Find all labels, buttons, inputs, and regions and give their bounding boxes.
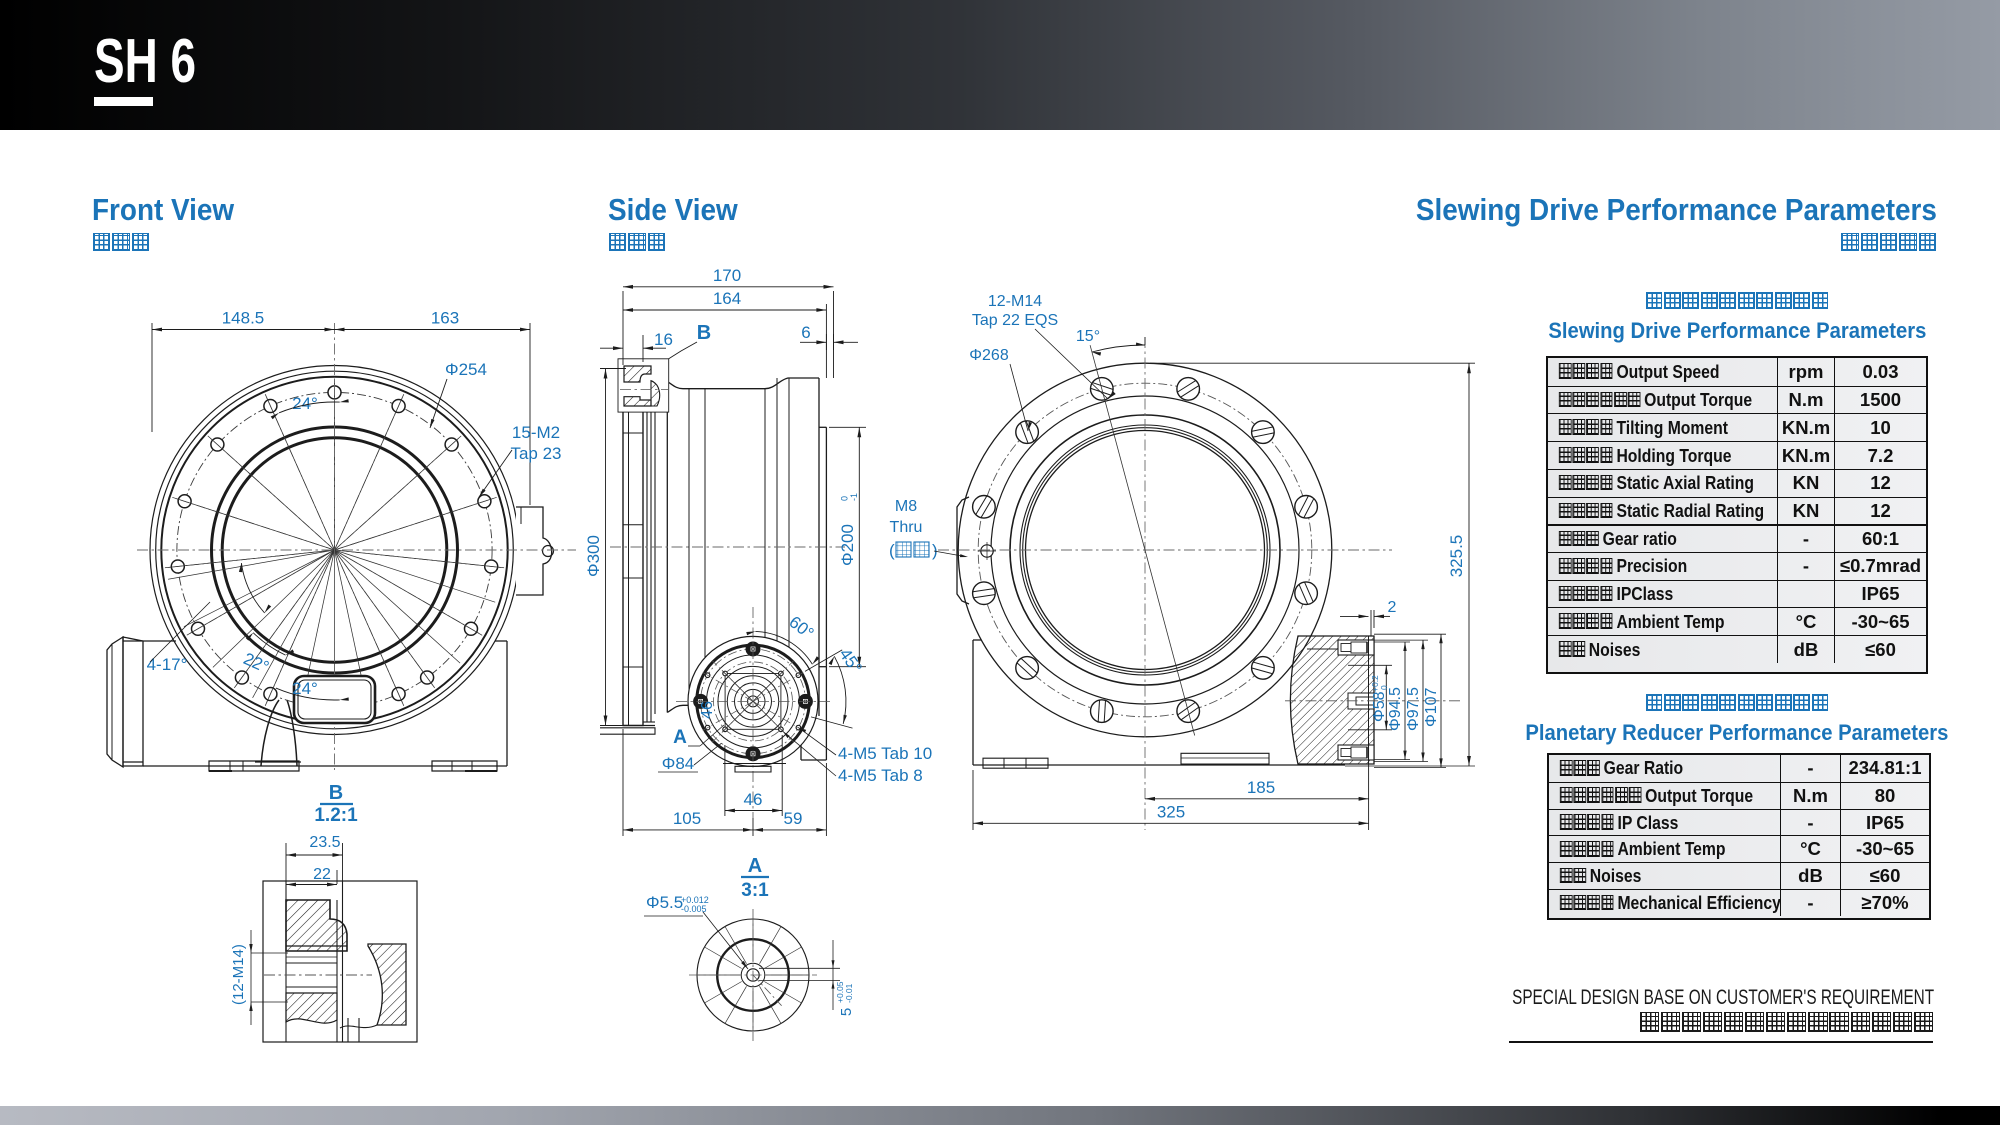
svg-text:22: 22 xyxy=(313,866,331,883)
svg-text:4-M5 Tab 8: 4-M5 Tab 8 xyxy=(838,766,923,785)
svg-text:15-M2: 15-M2 xyxy=(512,423,560,442)
svg-text:46: 46 xyxy=(744,790,763,809)
svg-text:Φ300: Φ300 xyxy=(584,535,603,577)
svg-text:325.5: 325.5 xyxy=(1447,535,1466,578)
svg-text:(: ( xyxy=(889,541,895,560)
svg-text:325: 325 xyxy=(1157,803,1185,822)
svg-text:23.5: 23.5 xyxy=(309,834,340,851)
svg-text:0: 0 xyxy=(840,496,850,501)
svg-text:-1: -1 xyxy=(849,493,859,501)
svg-text:): ) xyxy=(932,541,938,560)
svg-text:Φ200: Φ200 xyxy=(838,524,857,566)
svg-text:5: 5 xyxy=(838,1008,855,1016)
svg-text:60°: 60° xyxy=(785,612,817,643)
svg-text:Tap 23: Tap 23 xyxy=(510,444,561,463)
svg-text:Φ58: Φ58 xyxy=(1371,691,1388,722)
svg-text:170: 170 xyxy=(713,266,741,285)
svg-text:+0.012: +0.012 xyxy=(681,895,709,905)
svg-text:148.5: 148.5 xyxy=(222,309,265,328)
svg-text:0: 0 xyxy=(1379,685,1389,690)
svg-text:185: 185 xyxy=(1247,778,1275,797)
svg-text:163: 163 xyxy=(431,309,459,328)
svg-text:105: 105 xyxy=(673,809,701,828)
svg-text:Φ254: Φ254 xyxy=(445,360,487,379)
svg-text:45°: 45° xyxy=(835,645,865,677)
svg-text:16: 16 xyxy=(654,330,673,349)
svg-text:1.2:1: 1.2:1 xyxy=(314,805,358,826)
svg-text:24°: 24° xyxy=(292,679,318,698)
svg-text:3:1: 3:1 xyxy=(741,880,769,901)
svg-text:24°: 24° xyxy=(292,394,318,413)
svg-text:4-M5 Tab 10: 4-M5 Tab 10 xyxy=(838,744,932,763)
svg-text:Φ5.5: Φ5.5 xyxy=(646,893,683,912)
svg-text:Thru: Thru xyxy=(890,519,923,536)
svg-text:M8: M8 xyxy=(895,498,917,515)
svg-text:Φ97.5: Φ97.5 xyxy=(1405,687,1422,731)
svg-text:12-M14: 12-M14 xyxy=(988,293,1042,310)
svg-text:4-17°: 4-17° xyxy=(147,655,188,674)
svg-text:Φ107: Φ107 xyxy=(1423,687,1440,727)
svg-text:59: 59 xyxy=(784,809,803,828)
svg-text:B: B xyxy=(697,322,711,344)
svg-text:Φ84: Φ84 xyxy=(662,754,694,773)
svg-text:+0.2: +0.2 xyxy=(1370,675,1380,692)
svg-text:(12-M14): (12-M14) xyxy=(230,944,247,1005)
svg-text:Tap 22 EQS: Tap 22 EQS xyxy=(972,312,1058,329)
svg-text:A: A xyxy=(673,727,687,748)
svg-text:2: 2 xyxy=(1388,599,1397,616)
svg-text:-0.01: -0.01 xyxy=(844,983,854,1003)
svg-text:B: B xyxy=(329,782,343,804)
svg-text:A: A xyxy=(748,855,762,877)
svg-text:Φ268: Φ268 xyxy=(969,347,1009,364)
svg-text:6: 6 xyxy=(801,323,810,342)
svg-text:164: 164 xyxy=(713,289,741,308)
svg-text:-0.005: -0.005 xyxy=(681,904,707,914)
svg-text:+0.05: +0.05 xyxy=(835,981,845,1003)
svg-text:Φ94.5: Φ94.5 xyxy=(1387,687,1404,731)
svg-text:46: 46 xyxy=(699,701,716,719)
svg-text:15°: 15° xyxy=(1076,328,1100,345)
